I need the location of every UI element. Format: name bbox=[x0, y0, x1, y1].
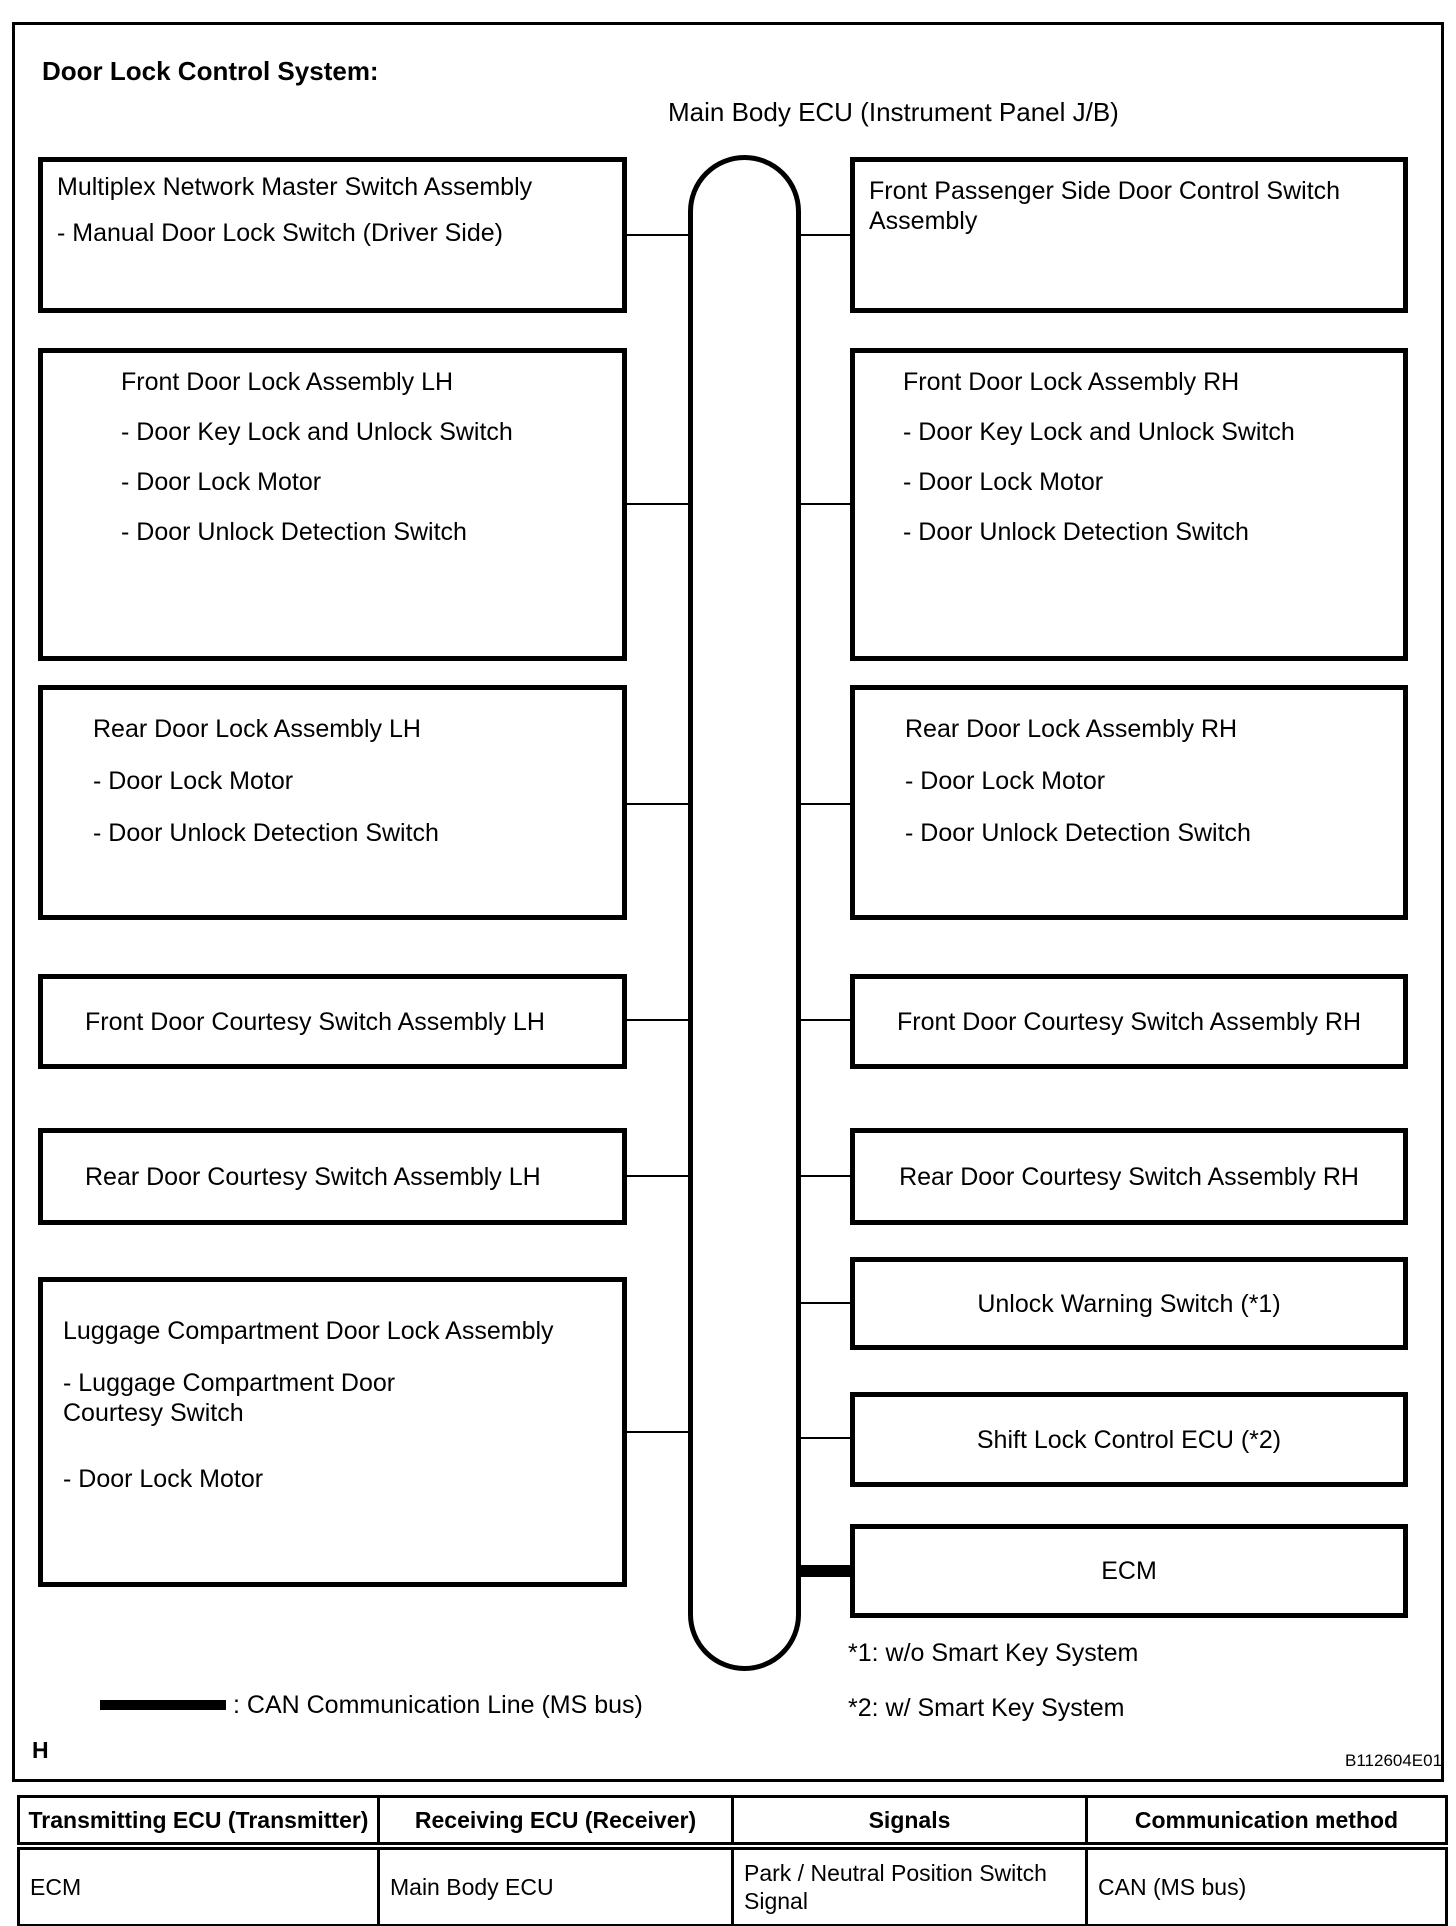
box-item: - Door Unlock Detection Switch bbox=[93, 819, 439, 847]
diagram-title: Door Lock Control System: bbox=[42, 56, 379, 86]
box-rear-door-courtesy-switch-rh: Rear Door Courtesy Switch Assembly RH bbox=[850, 1128, 1408, 1225]
table-header-row: Transmitting ECU (Transmitter) Receiving… bbox=[17, 1795, 1448, 1850]
figure-code: B112604E01 bbox=[1345, 1751, 1443, 1770]
box-multiplex-network-master-switch: Multiplex Network Master Switch Assembly… bbox=[38, 157, 627, 313]
connector-right-row5 bbox=[799, 1175, 852, 1177]
box-item: - Door Unlock Detection Switch bbox=[903, 518, 1249, 546]
box-unlock-warning-switch: Unlock Warning Switch (*1) bbox=[850, 1257, 1408, 1350]
box-front-door-lock-rh: Front Door Lock Assembly RH - Door Key L… bbox=[850, 348, 1408, 661]
connector-left-row4 bbox=[624, 1019, 690, 1021]
connector-left-row1 bbox=[624, 234, 690, 236]
box-rear-door-lock-lh: Rear Door Lock Assembly LH - Door Lock M… bbox=[38, 685, 627, 920]
connector-right-row2 bbox=[799, 503, 852, 505]
connector-left-row2 bbox=[624, 503, 690, 505]
connector-right-row1 bbox=[799, 234, 852, 236]
main-body-ecu-pill bbox=[688, 155, 801, 1671]
diagram-frame bbox=[12, 22, 1444, 1782]
box-title: Rear Door Lock Assembly RH bbox=[905, 715, 1238, 743]
cell-transmitter: ECM bbox=[17, 1844, 380, 1926]
box-luggage-compartment-door-lock: Luggage Compartment Door Lock Assembly -… bbox=[38, 1277, 627, 1587]
page-marker: H bbox=[32, 1737, 49, 1763]
connector-left-row3 bbox=[624, 803, 690, 805]
box-title: Front Door Lock Assembly RH bbox=[903, 368, 1240, 396]
box-item: - Door Unlock Detection Switch bbox=[121, 518, 467, 546]
main-body-ecu-label: Main Body ECU (Instrument Panel J/B) bbox=[668, 97, 1119, 127]
box-item: - Manual Door Lock Switch (Driver Side) bbox=[57, 219, 503, 247]
box-title: Unlock Warning Switch (*1) bbox=[977, 1289, 1281, 1318]
box-title: Rear Door Courtesy Switch Assembly RH bbox=[899, 1162, 1359, 1191]
header-signals: Signals bbox=[731, 1795, 1088, 1850]
header-receiving-ecu: Receiving ECU (Receiver) bbox=[377, 1795, 734, 1850]
box-title: Multiplex Network Master Switch Assembly bbox=[57, 173, 533, 201]
header-transmitting-ecu: Transmitting ECU (Transmitter) bbox=[17, 1795, 380, 1850]
box-item: - Door Lock Motor bbox=[121, 468, 322, 496]
box-title: Front Door Courtesy Switch Assembly RH bbox=[896, 1007, 1362, 1036]
box-item: - Door Lock Motor bbox=[63, 1465, 264, 1493]
box-item: - Door Key Lock and Unlock Switch bbox=[903, 418, 1295, 446]
header-communication-method: Communication method bbox=[1085, 1795, 1448, 1850]
box-rear-door-courtesy-switch-lh: Rear Door Courtesy Switch Assembly LH bbox=[38, 1128, 627, 1225]
box-title: ECM bbox=[1101, 1557, 1157, 1585]
can-line-legend-label: : CAN Communication Line (MS bus) bbox=[233, 1691, 643, 1719]
table-row: ECM Main Body ECU Park / Neutral Positio… bbox=[17, 1844, 1448, 1926]
box-shift-lock-control-ecu: Shift Lock Control ECU (*2) bbox=[850, 1392, 1408, 1487]
communication-table: Transmitting ECU (Transmitter) Receiving… bbox=[17, 1795, 1448, 1926]
box-title: Front Door Courtesy Switch Assembly LH bbox=[85, 1007, 545, 1036]
box-title: Rear Door Lock Assembly LH bbox=[93, 715, 421, 743]
box-title: Front Passenger Side Door Control Switch… bbox=[869, 177, 1341, 235]
box-item: - Door Lock Motor bbox=[93, 767, 294, 795]
cell-signals: Park / Neutral Position Switch Signal bbox=[731, 1844, 1088, 1926]
connector-right-shift-lock bbox=[799, 1437, 852, 1439]
box-item: - Door Lock Motor bbox=[905, 767, 1106, 795]
footnote-1: *1: w/o Smart Key System bbox=[848, 1639, 1139, 1667]
box-item: - Luggage Compartment Door Courtesy Swit… bbox=[63, 1369, 396, 1427]
connector-left-luggage bbox=[624, 1431, 690, 1433]
box-front-door-courtesy-switch-lh: Front Door Courtesy Switch Assembly LH bbox=[38, 974, 627, 1069]
box-front-door-lock-lh: Front Door Lock Assembly LH - Door Key L… bbox=[38, 348, 627, 661]
box-front-passenger-door-control-switch: Front Passenger Side Door Control Switch… bbox=[850, 157, 1408, 313]
box-rear-door-lock-rh: Rear Door Lock Assembly RH - Door Lock M… bbox=[850, 685, 1408, 920]
connector-right-unlock-warning bbox=[799, 1302, 852, 1304]
box-item: - Door Unlock Detection Switch bbox=[905, 819, 1251, 847]
box-title: Front Door Lock Assembly LH bbox=[121, 368, 454, 396]
box-ecm: ECM bbox=[850, 1524, 1408, 1618]
connector-right-row4 bbox=[799, 1019, 852, 1021]
connector-right-ecm-can-line bbox=[796, 1565, 854, 1577]
box-item: - Door Lock Motor bbox=[903, 468, 1104, 496]
cell-receiver: Main Body ECU bbox=[377, 1844, 734, 1926]
box-title: Shift Lock Control ECU (*2) bbox=[976, 1425, 1282, 1454]
connector-left-row5 bbox=[624, 1175, 690, 1177]
connector-right-row3 bbox=[799, 803, 852, 805]
box-title: Luggage Compartment Door Lock Assembly bbox=[63, 1317, 554, 1345]
box-title: Rear Door Courtesy Switch Assembly LH bbox=[85, 1162, 541, 1191]
footnote-2: *2: w/ Smart Key System bbox=[848, 1694, 1125, 1722]
box-item: - Door Key Lock and Unlock Switch bbox=[121, 418, 513, 446]
box-front-door-courtesy-switch-rh: Front Door Courtesy Switch Assembly RH bbox=[850, 974, 1408, 1069]
can-line-sample bbox=[100, 1700, 226, 1710]
cell-method: CAN (MS bus) bbox=[1085, 1844, 1448, 1926]
